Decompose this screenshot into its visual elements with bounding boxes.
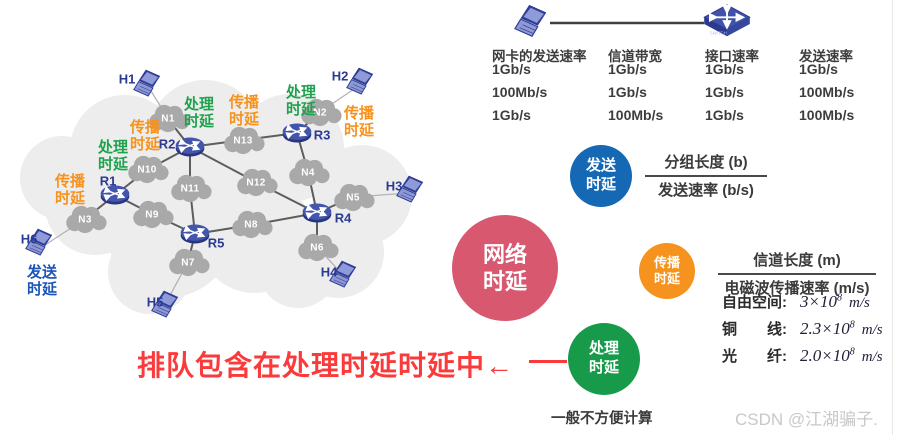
rate-cell: 1Gb/s (799, 61, 838, 77)
propagation-delay-circle: 传播时延 (639, 243, 695, 299)
host-label: H1 (118, 71, 136, 87)
speed-medium-label: 铜 线: (722, 321, 787, 338)
send-delay-circle: 发送时延 (570, 145, 632, 207)
queue-note-pointer-line (529, 360, 567, 363)
processing-delay-note: 一般不方便计算 (551, 411, 653, 427)
cloud-label: N5 (346, 192, 360, 204)
speed-medium-label: 自由空间: (722, 294, 787, 311)
rate-cell: 1Gb/s (492, 107, 531, 123)
propagation-delay-label: 传播时延 (228, 94, 259, 128)
top-device-pair (514, 4, 750, 37)
queue-note: 排队包含在处理时延时延中← (137, 350, 515, 381)
send-formula-numerator: 分组长度 (b) (664, 154, 748, 171)
rate-cell: 1Gb/s (492, 61, 531, 77)
processing-delay-text: 处理时延 (588, 340, 619, 376)
cloud-label: N7 (181, 257, 195, 269)
router-icon (303, 203, 332, 222)
send-formula-denominator: 发送速率 (b/s) (658, 182, 754, 199)
rate-cell: 100Mb/s (799, 107, 855, 123)
cloud-label: N2 (313, 107, 327, 119)
speed-medium-label: 光 纤: (722, 348, 787, 365)
send-delay-text: 发送时延 (585, 157, 616, 193)
router-label: R1 (99, 173, 117, 189)
host-label: H5 (146, 294, 164, 310)
propagation-delay-label: 传播时延 (343, 105, 374, 139)
propagation-delay-text: 传播时延 (653, 254, 680, 286)
rate-table-header: 发送速率 (799, 49, 853, 64)
network-delay-text: 网络时延 (482, 241, 527, 295)
cloud-label: N6 (310, 242, 324, 254)
cloud-label: N9 (145, 209, 159, 221)
rate-cell: 1Gb/s (705, 61, 744, 77)
propagation-delay-formula: 信道长度 (m) 电磁波传播速率 (m/s) (718, 249, 876, 298)
processing-delay-label: 处理时延 (97, 139, 128, 173)
router-icon (176, 137, 205, 156)
rate-cell: 100Mb/s (492, 84, 548, 100)
rate-cell: 100Mb/s (608, 107, 664, 123)
cloud-label: N10 (137, 164, 157, 176)
laptop-icon (514, 4, 547, 37)
router-label: R4 (334, 210, 352, 226)
rate-cell: 1Gb/s (608, 61, 647, 77)
processing-delay-label: 处理时延 (285, 84, 316, 118)
host-label: H4 (320, 264, 338, 280)
network-delay-circle: 网络时延 (452, 215, 558, 321)
cloud-label: N8 (244, 219, 258, 231)
send-delay-formula: 分组长度 (b) 发送速率 (b/s) (645, 151, 767, 200)
laptop-icon (133, 69, 161, 97)
rate-cell: 100Mb/s (799, 84, 855, 100)
propagation-formula-numerator: 信道长度 (m) (753, 252, 841, 269)
processing-delay-label: 处理时延 (183, 96, 214, 130)
cloud-label: N13 (233, 135, 253, 147)
propagation-delay-label: 传播时延 (129, 119, 160, 153)
rate-cell: 1Gb/s (705, 107, 744, 123)
router-label: R5 (207, 235, 225, 251)
switch-icon (704, 5, 750, 36)
rate-table-header: 网卡的发送速率 (492, 49, 587, 64)
cloud-label: N4 (301, 167, 315, 179)
rate-table-header: 接口速率 (705, 49, 759, 64)
send-delay-label: 发送时延 (26, 264, 57, 298)
cloud-label: N11 (180, 183, 200, 195)
rate-table-header: 信道带宽 (608, 49, 662, 64)
router-label: R2 (158, 136, 176, 152)
propagation-formula-denominator: 电磁波传播速率 (m/s) (724, 280, 870, 297)
rate-cell: 1Gb/s (608, 84, 647, 100)
processing-delay-circle: 处理时延 (568, 323, 640, 395)
router-label: R3 (313, 127, 331, 143)
rate-cell: 1Gb/s (705, 84, 744, 100)
watermark: CSDN @江湖骗子. (735, 410, 878, 429)
host-label: H2 (331, 68, 349, 84)
host-label: H3 (385, 178, 403, 194)
propagation-delay-label: 传播时延 (54, 173, 85, 207)
fraction-bar (645, 175, 767, 177)
slide-edge-line (892, 0, 893, 435)
router-icon (283, 123, 312, 142)
cloud-label: N12 (246, 177, 266, 189)
fraction-bar (718, 273, 876, 275)
laptop-icon (346, 67, 374, 95)
cloud-label: N3 (78, 214, 92, 226)
cloud-label: N1 (161, 113, 175, 125)
router-icon (181, 224, 210, 243)
host-label: H6 (20, 231, 38, 247)
